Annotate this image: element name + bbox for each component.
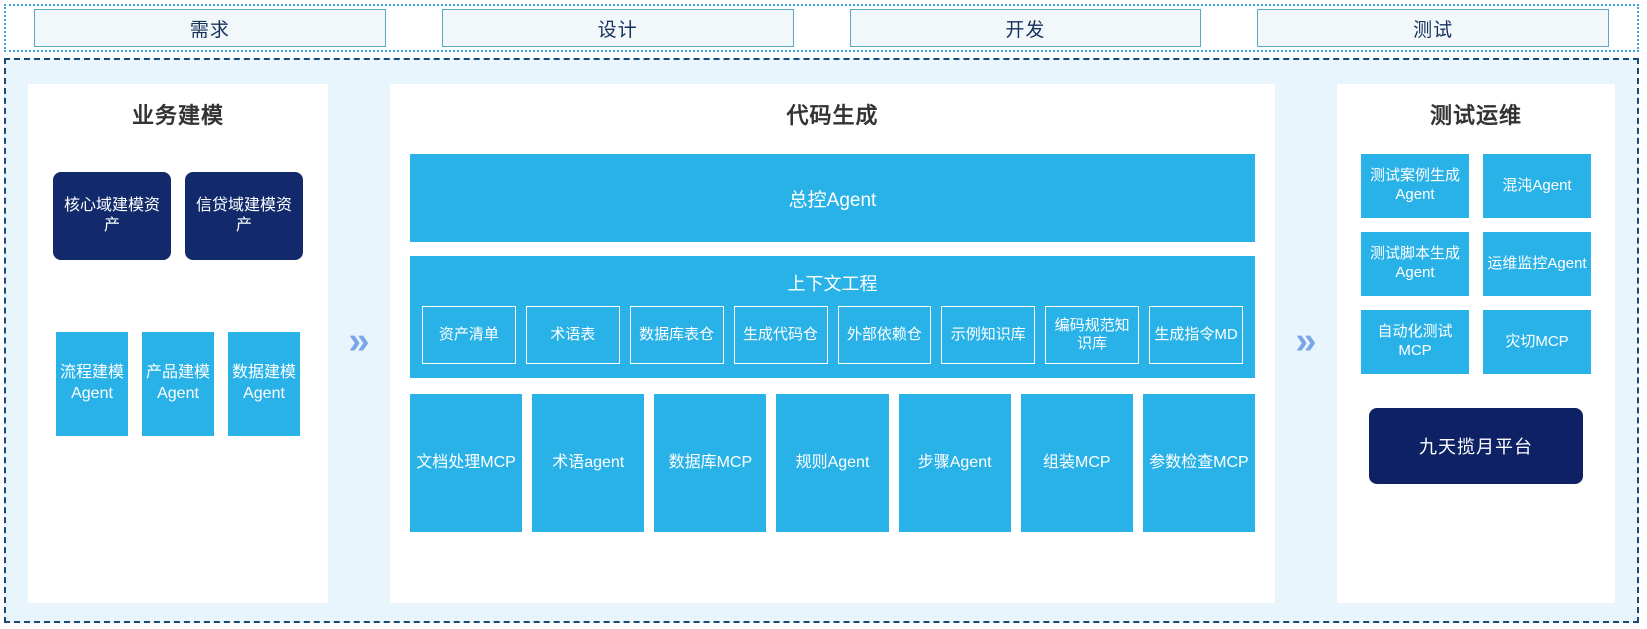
test-ops-card-disaster-switch-mcp[interactable]: 灾切MCP bbox=[1483, 310, 1591, 374]
context-chip-asset-list[interactable]: 资产清单 bbox=[422, 306, 516, 364]
phase-strip: 需求 设计 开发 测试 bbox=[4, 4, 1639, 52]
panel-title-code-generation: 代码生成 bbox=[786, 103, 879, 128]
panel-title-test-ops: 测试运维 bbox=[1429, 103, 1522, 128]
context-chip-generation-instruction-md[interactable]: 生成指令MD bbox=[1149, 306, 1243, 364]
business-agents-row: 流程建模Agent 产品建模Agent 数据建模Agent bbox=[28, 332, 328, 436]
phase-cell-requirements: 需求 bbox=[6, 6, 414, 50]
phase-cell-design: 设计 bbox=[414, 6, 822, 50]
agent-card-data-modeling[interactable]: 数据建模Agent bbox=[228, 332, 300, 436]
context-chip-coding-standard-knowledge-base[interactable]: 编码规范知识库 bbox=[1045, 306, 1140, 364]
panel-test-ops: 测试运维 测试案例生成Agent 混沌Agent 测试脚本生成Agent 运维监… bbox=[1337, 84, 1615, 603]
tool-card-parameter-check-mcp[interactable]: 参数检查MCP bbox=[1142, 394, 1255, 532]
phase-box-design[interactable]: 设计 bbox=[441, 9, 794, 47]
phase-cell-testing: 测试 bbox=[1229, 6, 1637, 50]
master-agent-band[interactable]: 总控Agent bbox=[410, 154, 1255, 242]
test-ops-card-automated-test-mcp[interactable]: 自动化测试MCP bbox=[1361, 310, 1469, 374]
agent-card-process-modeling[interactable]: 流程建模Agent bbox=[56, 332, 128, 436]
panel-title-business-modeling: 业务建模 bbox=[131, 103, 224, 128]
tool-card-glossary-agent[interactable]: 术语agent bbox=[532, 394, 645, 532]
test-ops-card-test-script-generation-agent[interactable]: 测试脚本生成Agent bbox=[1361, 232, 1469, 296]
platform-card-jiutian-lanyue[interactable]: 九天揽月平台 bbox=[1369, 408, 1583, 484]
agent-card-product-modeling[interactable]: 产品建模Agent bbox=[142, 332, 214, 436]
panel-business-modeling: 业务建模 核心域建模资产 信贷域建模资产 流程建模Agent 产品建模Agent… bbox=[28, 84, 328, 603]
test-ops-card-chaos-agent[interactable]: 混沌Agent bbox=[1483, 154, 1591, 218]
test-ops-card-test-case-generation-agent[interactable]: 测试案例生成Agent bbox=[1361, 154, 1469, 218]
context-chip-external-dependency-repo[interactable]: 外部依赖仓 bbox=[837, 306, 932, 364]
phase-cell-development: 开发 bbox=[822, 6, 1230, 50]
context-chip-glossary[interactable]: 术语表 bbox=[525, 306, 620, 364]
context-engineering-band: 上下文工程 资产清单 术语表 数据库表仓 生成代码仓 外部依赖仓 示例知识库 编… bbox=[410, 256, 1255, 378]
context-chip-generated-code-repo[interactable]: 生成代码仓 bbox=[733, 306, 828, 364]
main-body: 业务建模 核心域建模资产 信贷域建模资产 流程建模Agent 产品建模Agent… bbox=[4, 58, 1639, 623]
asset-card-core-domain[interactable]: 核心域建模资产 bbox=[53, 172, 171, 260]
context-chip-db-table-repo[interactable]: 数据库表仓 bbox=[629, 306, 724, 364]
test-ops-card-ops-monitoring-agent[interactable]: 运维监控Agent bbox=[1483, 232, 1591, 296]
tool-card-document-processing-mcp[interactable]: 文档处理MCP bbox=[410, 394, 523, 532]
context-chip-example-knowledge-base[interactable]: 示例知识库 bbox=[941, 306, 1036, 364]
context-engineering-title: 上下文工程 bbox=[787, 274, 878, 294]
asset-card-credit-domain[interactable]: 信贷域建模资产 bbox=[185, 172, 303, 260]
phase-box-testing[interactable]: 测试 bbox=[1257, 9, 1609, 47]
tool-card-step-agent[interactable]: 步骤Agent bbox=[898, 394, 1011, 532]
business-assets-row: 核心域建模资产 信贷域建模资产 bbox=[28, 172, 328, 260]
chevron-right-icon-1: » bbox=[348, 319, 370, 362]
panel-code-generation: 代码生成 总控Agent 上下文工程 资产清单 术语表 数据库表仓 生成代码仓 … bbox=[390, 84, 1275, 603]
tool-card-database-mcp[interactable]: 数据库MCP bbox=[654, 394, 767, 532]
phase-box-development[interactable]: 开发 bbox=[849, 9, 1202, 47]
tool-card-row: 文档处理MCP 术语agent 数据库MCP 规则Agent 步骤Agent 组… bbox=[410, 394, 1255, 532]
phase-box-requirements[interactable]: 需求 bbox=[34, 9, 386, 47]
context-chip-row: 资产清单 术语表 数据库表仓 生成代码仓 外部依赖仓 示例知识库 编码规范知识库… bbox=[422, 306, 1243, 364]
tool-card-assembly-mcp[interactable]: 组装MCP bbox=[1020, 394, 1133, 532]
tool-card-rule-agent[interactable]: 规则Agent bbox=[776, 394, 889, 532]
chevron-right-icon-2: » bbox=[1295, 319, 1317, 362]
test-ops-card-grid: 测试案例生成Agent 混沌Agent 测试脚本生成Agent 运维监控Agen… bbox=[1337, 154, 1615, 374]
